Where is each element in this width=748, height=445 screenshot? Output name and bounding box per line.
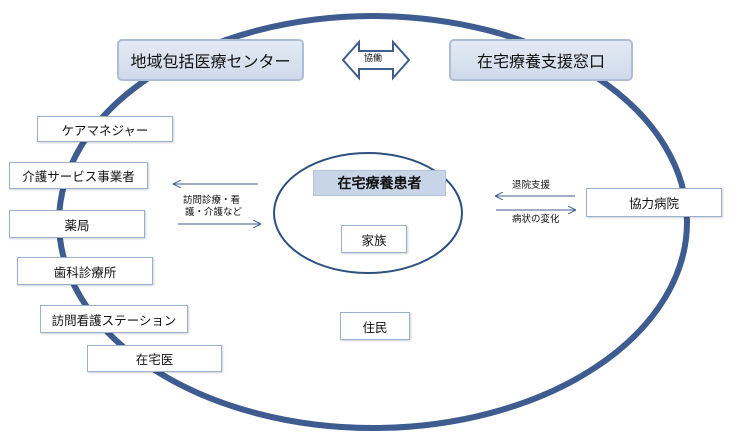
visiting-nurse-station-box: 訪問看護ステーション [40,305,188,333]
discharge-support-label: 退院支援 [512,180,551,191]
inner-ring [273,152,463,274]
community-medical-center: 地域包括医療センター [117,39,304,81]
cooperating-hospital-box: 協力病院 [586,188,722,217]
home-care-support-office: 在宅療養支援窓口 [449,39,633,81]
collaboration-label: 協働 [364,54,383,64]
left-arrow-label-line2: 護・介護など [185,207,243,218]
home-care-patient: 在宅療養患者 [313,170,446,196]
dental-clinic-box: 歯科診療所 [17,257,153,285]
pharmacy-box: 薬局 [9,210,145,238]
collaboration-arrow [341,39,411,81]
care-service-provider-box: 介護サービス事業者 [9,162,148,189]
care-manager-box: ケアマネジャー [37,116,173,142]
left-arrow-label-line1: 訪問診療・看 [183,195,241,206]
resident-box: 住民 [340,312,410,340]
condition-change-label: 病状の変化 [512,214,560,225]
home-doctor-box: 在宅医 [87,345,222,372]
family-box: 家族 [341,225,407,253]
